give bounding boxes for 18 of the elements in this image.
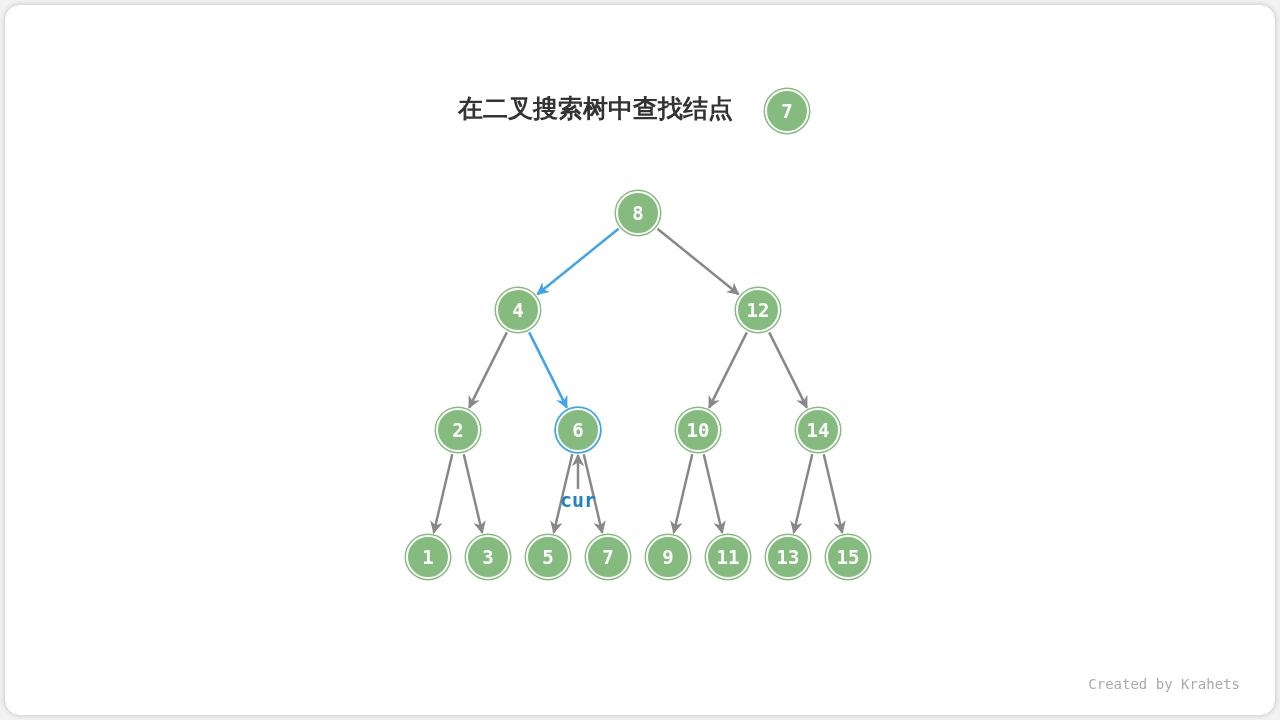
arrow [670, 454, 694, 534]
arrow [582, 454, 606, 534]
arrow [768, 331, 808, 409]
arrow [702, 454, 726, 534]
credit-text: Created by Krahets [1088, 676, 1240, 692]
arrow [550, 454, 574, 534]
arrow [708, 331, 748, 409]
arrow [536, 227, 620, 296]
arrow [468, 331, 508, 409]
arrow [430, 454, 454, 534]
title: 在二叉搜索树中查找结点 [456, 93, 734, 125]
arrow [790, 454, 814, 534]
pointer-arrow [571, 453, 585, 489]
arrow [822, 454, 846, 534]
pointer-label: cur [560, 489, 597, 511]
arrow [462, 454, 486, 534]
arrow [656, 227, 740, 296]
arrow [528, 331, 568, 409]
